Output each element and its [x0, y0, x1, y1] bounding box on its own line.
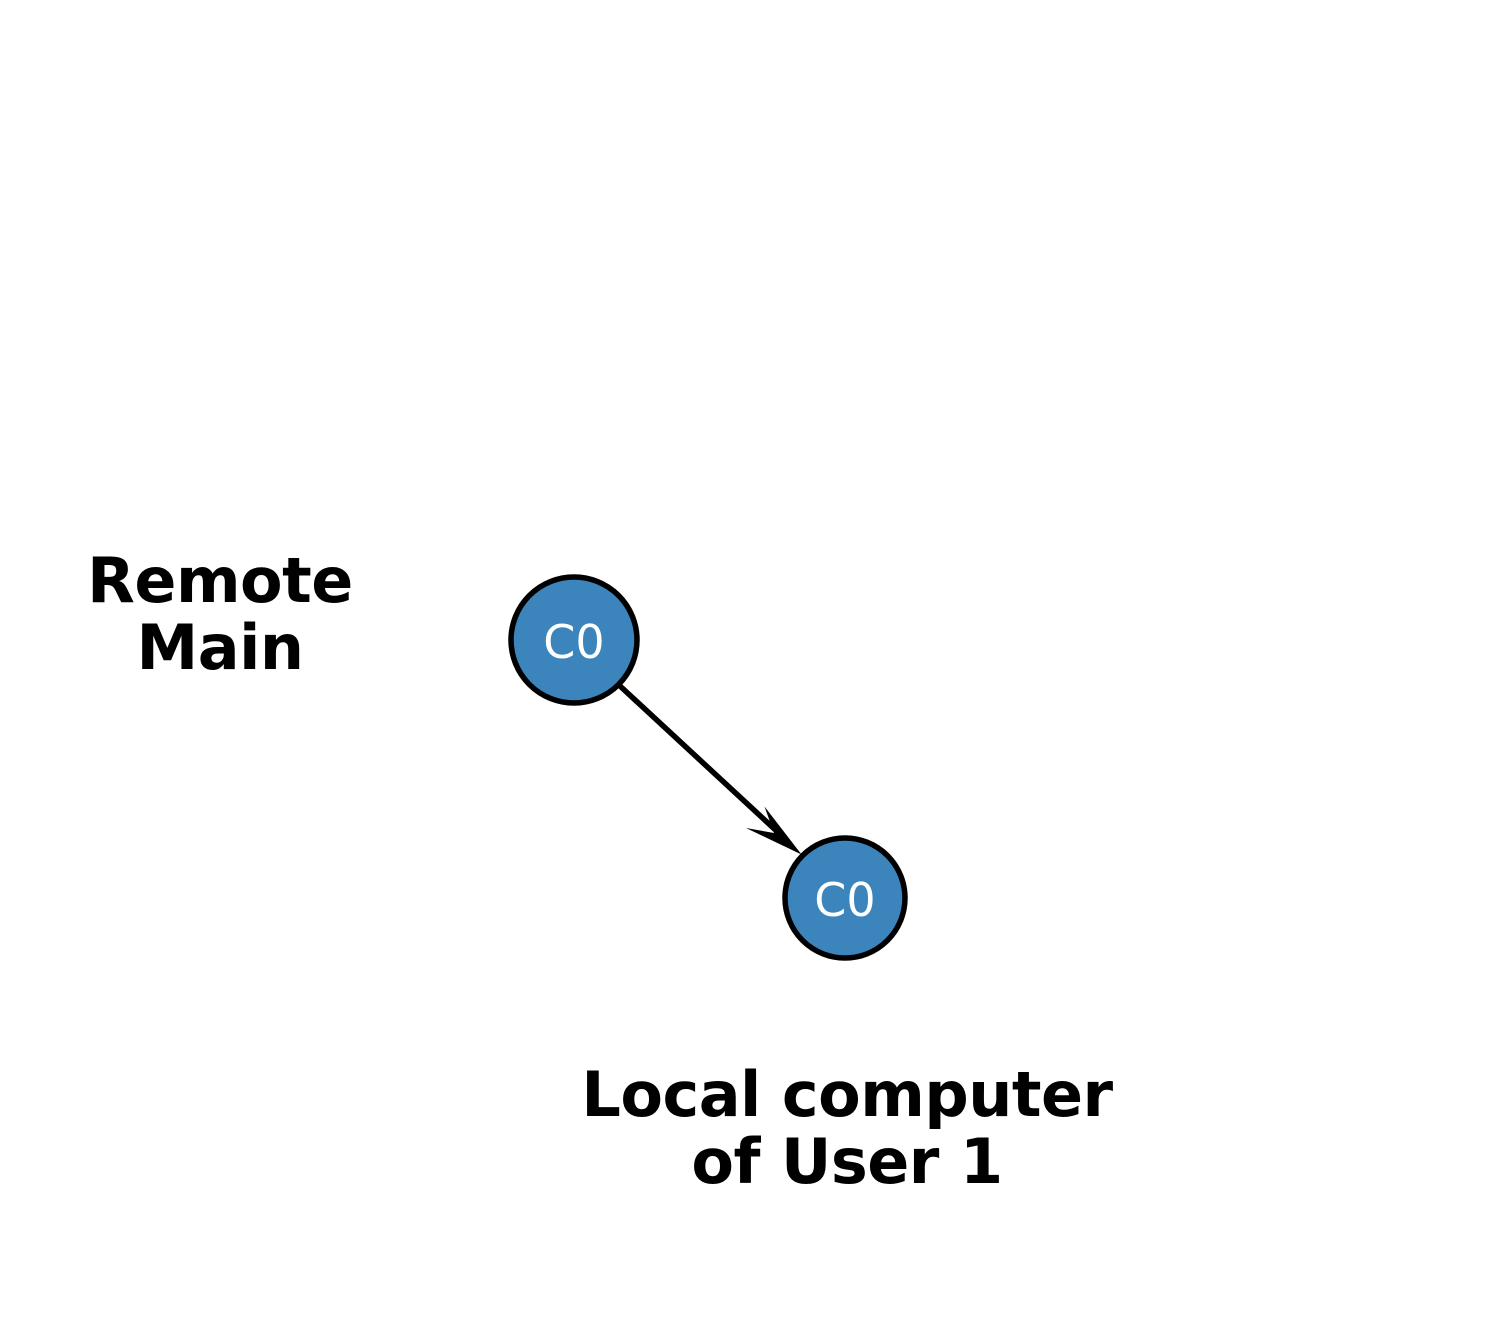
node-label: C0: [543, 615, 604, 669]
node-circle: [782, 835, 908, 961]
arrowhead-icon: [746, 806, 802, 855]
edge-line: [618, 683, 784, 839]
node-remote-c0[interactable]: C0: [508, 574, 640, 706]
group-label-local-computer: Local computer of User 1: [581, 1058, 1113, 1198]
edge-remote-c0-to-local-c0[interactable]: [618, 683, 802, 855]
node-circle: [508, 574, 640, 706]
node-local-c0[interactable]: C0: [782, 835, 908, 961]
group-label-remote-main: Remote Main: [87, 544, 353, 684]
node-label: C0: [814, 873, 875, 927]
